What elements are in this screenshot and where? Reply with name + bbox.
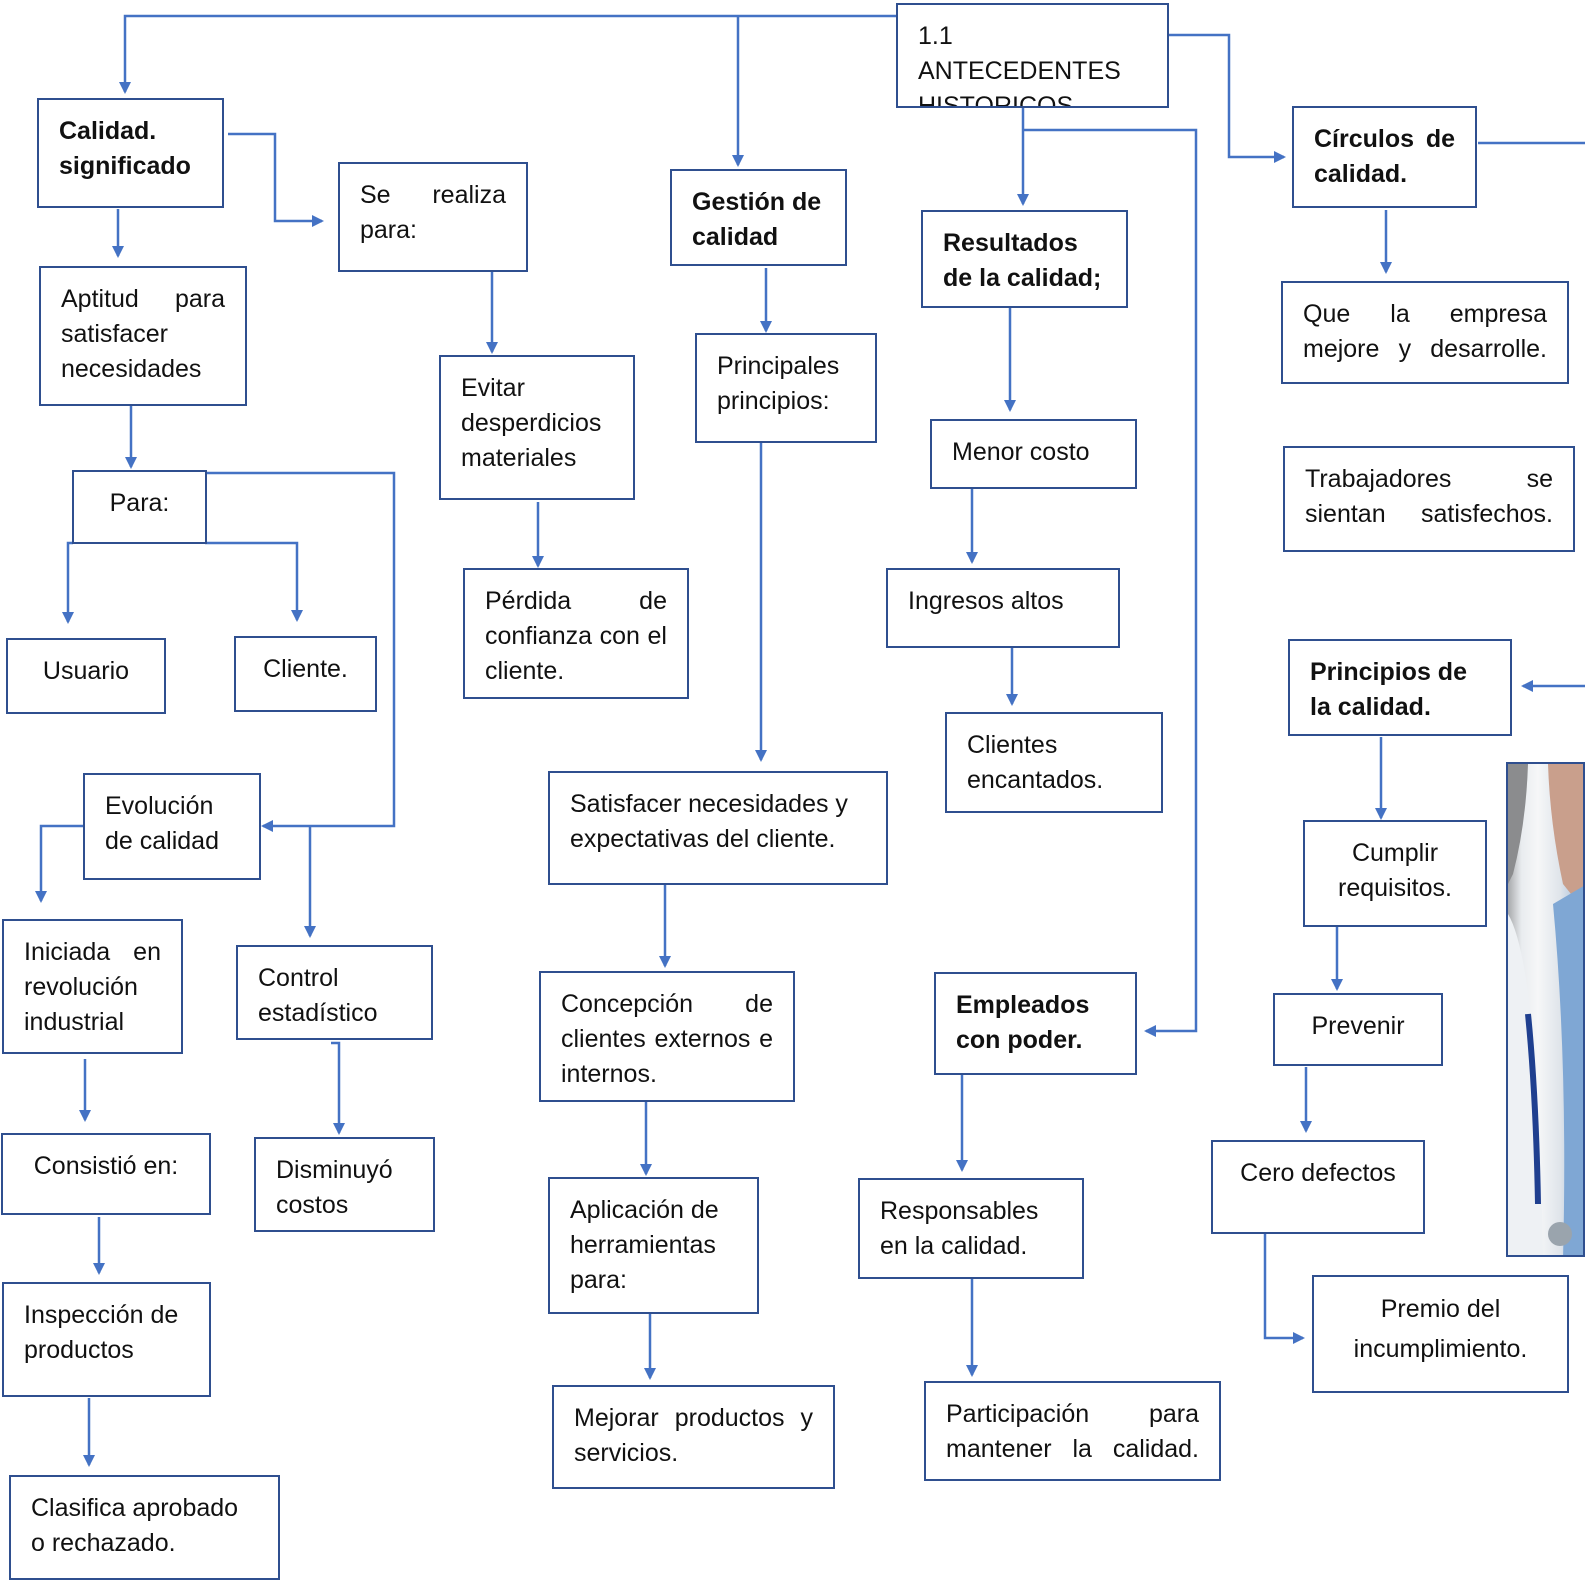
node-text: Pérdida de confianza con el cliente. — [485, 587, 667, 685]
edge-root-to-calidad — [119, 14, 896, 94]
node-text: Que la empresa mejore y desarrolle. — [1303, 300, 1547, 363]
node-clientes-encantados: Clientes encantados. — [945, 712, 1163, 813]
node-consistio: Consistió en: — [1, 1133, 211, 1215]
node-aplicacion: Aplicación de herramientas para: — [548, 1177, 759, 1314]
node-calidad-significado: Calidad. significado — [37, 98, 224, 208]
node-responsables: Responsables en la calidad. — [858, 1178, 1084, 1279]
node-text: Evolución de calidad — [105, 792, 219, 855]
node-text: Ingresos altos — [908, 587, 1064, 615]
node-evolucion: Evolución de calidad — [83, 773, 261, 880]
node-text: Menor costo — [952, 438, 1090, 466]
node-participacion: Participación para mantener la calidad. — [924, 1381, 1221, 1481]
node-mejorar: Mejorar productos y servicios. — [552, 1385, 835, 1489]
node-antecedentes-historicos: 1.1 ANTECEDENTES HISTORICOS. — [896, 3, 1169, 108]
node-concepcion: Concepción de clientes externos e intern… — [539, 971, 795, 1102]
node-perdida: Pérdida de confianza con el cliente. — [463, 568, 689, 699]
node-text: Aptitud para satisfacer necesidades — [61, 285, 225, 383]
node-text: Cliente. — [263, 655, 348, 683]
edge-root-to-circulos — [1168, 33, 1286, 163]
node-se-realiza-para: Se realiza para: — [338, 162, 528, 272]
node-text: Gestión de calidad — [692, 188, 822, 251]
node-text: Iniciada en revolución industrial — [24, 938, 161, 1036]
node-disminuyo: Disminuyó costos — [254, 1137, 435, 1232]
node-text: Principales principios: — [717, 352, 840, 415]
node-text: Disminuyó costos — [276, 1156, 393, 1219]
node-trabajadores: Trabajadores se sientan satisfechos. — [1283, 446, 1575, 552]
node-principios-calidad: Principios de la calidad. — [1288, 639, 1512, 736]
edge-calidad-to-se-realiza — [228, 132, 324, 227]
node-cero-defectos: Cero defectos — [1211, 1140, 1425, 1234]
node-text: Usuario — [42, 657, 130, 685]
node-text: Mejorar productos y servicios. — [574, 1404, 813, 1467]
node-text: Control estadístico — [258, 964, 378, 1027]
edge-para-to-evolucion — [206, 471, 396, 832]
node-text: Participación para mantener la calidad. — [946, 1400, 1199, 1463]
node-inspeccion: Inspección de productos — [2, 1282, 211, 1397]
node-text: Principios de la calidad. — [1310, 658, 1467, 721]
node-satisfacer: Satisfacer necesidades y expectativas de… — [548, 771, 888, 885]
edge-para-to-cliente — [205, 541, 303, 622]
node-evitar: Evitar desperdicios materiales — [439, 355, 635, 500]
node-text: Resultados de la calidad; — [943, 229, 1102, 292]
node-prevenir: Prevenir — [1273, 993, 1443, 1066]
node-text: Responsables en la calidad. — [880, 1197, 1039, 1260]
node-text: Cero defectos — [1240, 1159, 1396, 1187]
node-text: Aplicación de herramientas para: — [570, 1196, 719, 1294]
node-menor-costo: Menor costo — [930, 419, 1137, 489]
node-circulos: Círculos de calidad. — [1292, 106, 1477, 208]
node-text: Se realiza para: — [360, 181, 506, 244]
node-principales: Principales principios: — [695, 333, 877, 443]
node-text: Para: — [109, 489, 170, 517]
node-iniciada: Iniciada en revolución industrial — [2, 919, 183, 1054]
doctor-photo — [1506, 762, 1585, 1257]
edge-para-to-usuario — [62, 541, 74, 624]
node-cliente: Cliente. — [234, 636, 377, 712]
node-text: Calidad. significado — [59, 117, 191, 180]
node-control: Control estadístico — [236, 945, 433, 1040]
node-ingresos: Ingresos altos — [886, 568, 1120, 648]
node-text: Cumplir requisitos. — [1338, 839, 1452, 902]
node-text: 1.1 ANTECEDENTES HISTORICOS. — [918, 22, 1121, 108]
node-para: Para: — [72, 470, 207, 544]
edge-evolucion-to-iniciada — [35, 824, 84, 903]
doctor-illustration — [1508, 764, 1583, 1255]
node-gestion: Gestión de calidad — [670, 169, 847, 266]
node-text: Concepción de clientes externos e intern… — [561, 990, 773, 1088]
node-premio: Premio del incumplimiento. — [1312, 1275, 1569, 1393]
edge-cero-to-premio — [1263, 1232, 1305, 1344]
node-cumplir: Cumplir requisitos. — [1303, 820, 1487, 927]
node-aptitud: Aptitud para satisfacer necesidades — [39, 266, 247, 406]
node-text: Clientes encantados. — [967, 731, 1104, 794]
node-que-empresa: Que la empresa mejore y desarrolle. — [1281, 281, 1569, 384]
node-resultados: Resultados de la calidad; — [921, 210, 1128, 308]
edge-root-to-empleados — [1023, 128, 1198, 1037]
node-text: Evitar desperdicios materiales — [461, 374, 602, 472]
node-text: Inspección de productos — [24, 1301, 179, 1364]
node-text: Prevenir — [1311, 1012, 1405, 1040]
node-text: Trabajadores se sientan satisfechos. — [1305, 465, 1553, 528]
node-text: Círculos de calidad. — [1314, 125, 1455, 188]
node-text: Satisfacer necesidades y expectativas de… — [570, 790, 848, 853]
node-empleados: Empleados con poder. — [934, 972, 1137, 1075]
node-clasifica: Clasifica aprobado o rechazado. — [9, 1475, 280, 1580]
edge-control-to-disminuyo — [331, 1041, 345, 1135]
node-text: Clasifica aprobado o rechazado. — [31, 1494, 239, 1557]
node-text: Consistió en: — [33, 1152, 179, 1180]
node-text: Premio del incumplimiento. — [1353, 1295, 1528, 1363]
node-text: Empleados con poder. — [956, 991, 1090, 1054]
node-usuario: Usuario — [6, 638, 166, 714]
